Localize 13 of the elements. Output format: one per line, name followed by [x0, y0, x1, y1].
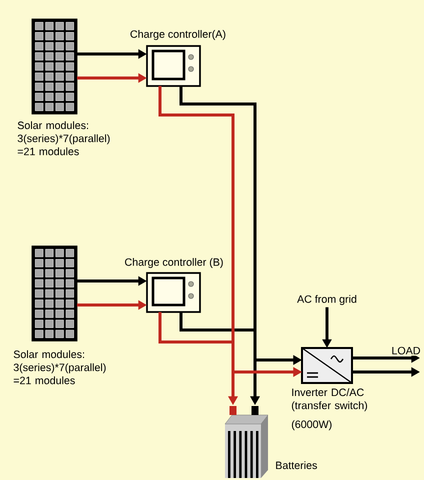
node-label: Solar modules: 3(series)*7(parallel) =21 modules: [14, 350, 106, 384]
battery: [224, 406, 268, 478]
node-label: Batteries: [276, 461, 317, 470]
inverter-symbol: [301, 347, 353, 384]
edge-label: LOAD: [390, 346, 422, 356]
heading: Charge controller(A): [130, 30, 226, 40]
text-label: AC from grid: [297, 295, 356, 305]
solar-panel: [32, 246, 78, 342]
solar-panel: [32, 18, 78, 114]
node-label: Solar modules: 3(series)*7(parallel) =21 modules: [18, 121, 110, 156]
node-label: (6000W): [292, 420, 332, 430]
node-label: Inverter DC/AC (transfer switch): [292, 388, 368, 412]
heading: Charge controller (B): [125, 258, 223, 268]
